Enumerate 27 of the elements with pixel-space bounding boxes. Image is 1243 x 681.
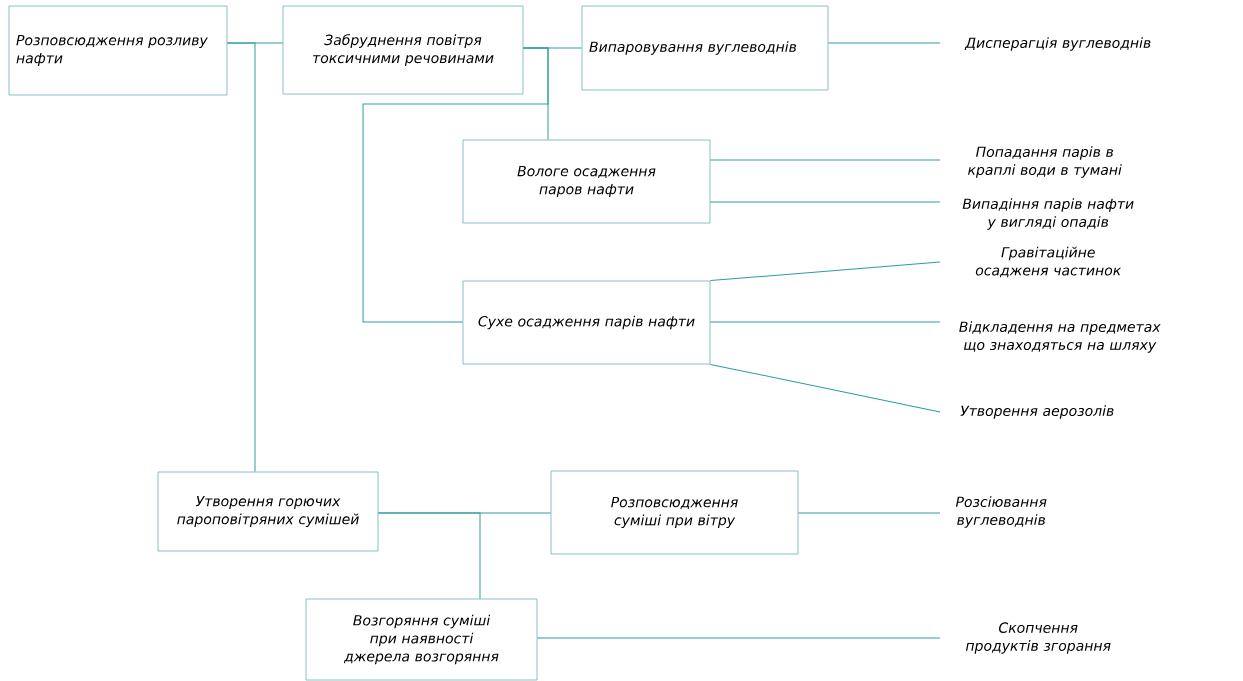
outcome-text: Скопчення продуктів згорання	[965, 622, 1111, 654]
outcome-text: Дисперагція вуглеводнів	[964, 37, 1151, 51]
connector-line	[377, 512, 481, 600]
outcome-text: Гравітаційне осадженя частинок	[975, 246, 1122, 278]
process-box: Випаровування вуглеводнів	[581, 5, 829, 91]
connector-line	[362, 47, 549, 323]
process-box: Возгоряння суміші при наявності джерела возгоряння	[305, 598, 538, 681]
connector-line	[709, 261, 941, 282]
connector-line	[827, 42, 941, 44]
connector-line	[709, 159, 941, 161]
process-box: Утворення горючих пароповітряних сумішей	[157, 471, 379, 552]
process-box: Сухе осадження парів нафти	[462, 280, 711, 365]
connector-line	[709, 363, 941, 413]
connector-line	[709, 321, 941, 323]
process-box: Розповсюдження суміші при вітру	[550, 470, 799, 555]
outcome-text: Попадання парів в краплі води в тумані	[968, 146, 1122, 178]
connector-line	[536, 637, 941, 639]
process-box: Забруднення повітря токсичними речовинами	[282, 5, 524, 95]
process-box: Розповсюдження розливу нафти	[8, 5, 228, 96]
outcome-text: Випадіння парів нафти у вигляді опадів	[962, 198, 1134, 230]
process-box: Вологе осадження паров нафти	[462, 139, 711, 224]
connector-line	[797, 512, 941, 514]
connector-line	[709, 201, 941, 203]
connector-line	[226, 42, 256, 473]
outcome-text: Розсіювання вуглеводнів	[955, 496, 1047, 528]
outcome-text: Відкладення на предметах що знаходяться на шляху	[959, 321, 1161, 353]
outcome-text: Утворення аерозолів	[960, 405, 1114, 419]
